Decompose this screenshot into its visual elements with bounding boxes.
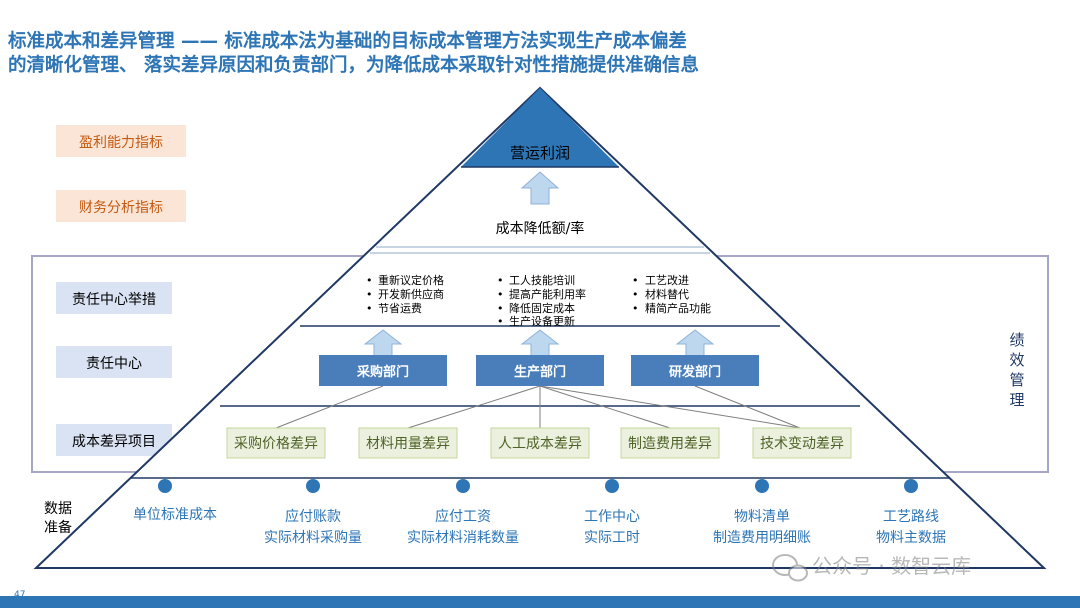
variance-label: 材料用量差异: [366, 436, 450, 452]
measure-item: 重新议定价格: [378, 273, 444, 287]
measure-item: 生产设备更新: [509, 314, 575, 328]
data-item-label: 物料主数据: [876, 530, 946, 546]
data-item-label: 应付账款: [285, 508, 341, 525]
responsibility-measures-box: [56, 282, 172, 314]
data-node-dot: [605, 479, 619, 493]
measures-col-3: • 工艺改进 • 材料替代 • 精简产品功能: [632, 273, 711, 315]
dept-label: 采购部门: [356, 364, 409, 380]
apex-profit-tier: [461, 88, 619, 167]
variance-label: 制造费用差异: [628, 436, 712, 452]
dept-label: 生产部门: [514, 364, 566, 380]
profit-index-box: [56, 125, 186, 157]
variance-box: [752, 427, 852, 459]
data-item-label: 工艺路线: [883, 509, 939, 525]
performance-label-char: 效: [1009, 351, 1024, 369]
performance-label-char: 理: [1009, 391, 1024, 409]
measure-item: 工人技能培训: [509, 273, 575, 287]
cost-variance-items-box: [56, 424, 172, 456]
svg-text:•: •: [497, 302, 504, 315]
variance-box: [358, 427, 458, 459]
cost-variance-items-label: 成本差异项目: [72, 434, 156, 450]
data-item-label: 物料清单: [734, 509, 790, 525]
svg-text:•: •: [366, 274, 373, 287]
apex-label: 营运利润: [510, 144, 570, 162]
measures-col-2: • 工人技能培训 • 提高产能利用率 • 降低固定成本 • 生产设备更新: [497, 273, 586, 328]
data-node-dot: [158, 479, 172, 493]
data-item-label: 实际工时: [584, 530, 640, 546]
measure-item: 降低固定成本: [509, 301, 575, 315]
svg-text:•: •: [632, 302, 639, 315]
measure-item: 工艺改进: [645, 273, 689, 287]
watermark: 公众号 · 数智云库: [772, 554, 971, 582]
svg-text:•: •: [497, 274, 504, 287]
data-node-dot: [904, 479, 918, 493]
measures-col-1: • 重新议定价格 • 开发新供应商 • 节省运费: [366, 273, 444, 315]
cost-reduction-label: 成本降低额/率: [496, 220, 585, 237]
data-item-label: 单位标准成本: [133, 507, 217, 523]
variance-box: [490, 427, 590, 459]
svg-text:•: •: [497, 315, 504, 328]
page-number: 47: [14, 590, 25, 600]
data-node-dot: [755, 479, 769, 493]
measure-item: 材料替代: [645, 287, 689, 301]
responsibility-center-box: [56, 346, 172, 378]
title-line-2: 的清晰化管理、 落实差异原因和负责部门，为降低成本采取针对性措施提供准确信息: [8, 55, 699, 76]
data-prep-label-1: 数据: [44, 501, 72, 517]
up-arrow-icon: [520, 171, 560, 205]
profit-index-label: 盈利能力指标: [79, 135, 163, 151]
measure-item: 节省运费: [378, 302, 422, 315]
performance-label-char: 绩: [1009, 331, 1024, 349]
dept-box-rnd: [631, 355, 759, 386]
data-node-dot: [306, 479, 320, 493]
measure-item: 精简产品功能: [645, 301, 711, 315]
svg-text:•: •: [366, 302, 373, 315]
svg-text:•: •: [497, 288, 504, 301]
measure-item: 开发新供应商: [378, 287, 444, 301]
finance-index-box: [56, 190, 186, 222]
measure-item: 提高产能利用率: [509, 287, 586, 301]
finance-index-label: 财务分析指标: [79, 200, 163, 216]
data-item-label: 制造费用明细账: [713, 530, 811, 546]
variance-box: [620, 427, 720, 459]
variance-label: 技术变动差异: [760, 436, 844, 452]
svg-text:•: •: [366, 288, 373, 301]
responsibility-center-label: 责任中心: [86, 356, 142, 372]
responsibility-measures-label: 责任中心举措: [72, 292, 156, 308]
variance-label: 人工成本差异: [498, 436, 582, 452]
data-item-label: 实际材料消耗数量: [407, 530, 519, 546]
svg-text:•: •: [632, 288, 639, 301]
data-item-label: 实际材料采购量: [264, 530, 362, 546]
data-prep-label-2: 准备: [44, 519, 72, 536]
dept-label: 研发部门: [669, 364, 721, 380]
svg-text:•: •: [632, 274, 639, 287]
performance-label-char: 管: [1009, 371, 1024, 389]
dept-box-purchasing: [319, 355, 447, 386]
variance-label: 采购价格差异: [234, 436, 318, 452]
page-title: 标准成本和差异管理 —— 标准成本法为基础的目标成本管理方法实现生产成本偏差 的…: [8, 30, 1068, 78]
title-line-1: 标准成本和差异管理 —— 标准成本法为基础的目标成本管理方法实现生产成本偏差: [8, 31, 687, 52]
data-node-dot: [456, 479, 470, 493]
data-item-label: 应付工资: [435, 508, 491, 525]
variance-box: [226, 427, 326, 459]
watermark-text: 公众号 · 数智云库: [812, 554, 971, 578]
data-item-label: 工作中心: [584, 509, 640, 525]
footer-bar: [0, 596, 1080, 608]
variance-connectors: [275, 385, 801, 429]
wechat-icon: [772, 554, 808, 582]
dept-box-production: [476, 355, 604, 386]
